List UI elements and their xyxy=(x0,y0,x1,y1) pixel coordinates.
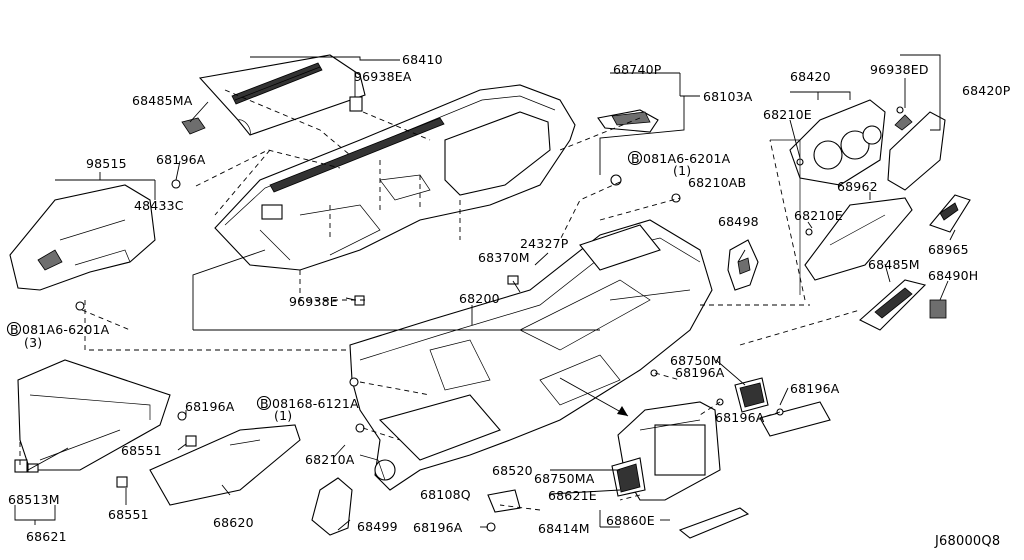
cluster-lid-68962-part xyxy=(804,197,913,281)
label-24327p: 24327P xyxy=(520,236,569,251)
label-qty-1-b: (1) xyxy=(274,408,293,423)
label-68551-b: 68551 xyxy=(108,507,149,522)
label-68551-a: 68551 xyxy=(121,443,162,458)
clip-68485ma-part xyxy=(181,117,206,135)
diagram-code: J68000Q8 xyxy=(935,534,1001,549)
glove-box-housing-part xyxy=(17,359,171,471)
dashboard-upper-pad-part xyxy=(214,84,576,271)
meter-finisher-68420p-part xyxy=(887,111,946,191)
bolt-fasteners xyxy=(75,106,904,532)
label-96938ea: 96938EA xyxy=(354,69,412,84)
finisher-68485m-part xyxy=(859,279,927,331)
label-68750ma: 68750MA xyxy=(534,471,595,486)
left-side-cover-part xyxy=(9,184,156,291)
label-68196a-c: 68196A xyxy=(790,381,840,396)
label-68200: 68200 xyxy=(459,291,500,306)
bolt-symbol-b: B xyxy=(260,396,269,411)
label-081a6-6201a-a: 081A6-6201A xyxy=(643,151,731,166)
label-68621: 68621 xyxy=(26,529,67,544)
vent-68750ma-part xyxy=(611,457,646,497)
trim-68965-part xyxy=(929,194,971,233)
label-qty-1-a: (1) xyxy=(673,163,692,178)
clip-96938ea-part xyxy=(349,96,363,112)
label-68196a-b: 68196A xyxy=(675,365,725,380)
hinge-68513m-part xyxy=(14,459,39,473)
label-98515: 98515 xyxy=(86,156,127,171)
label-68965: 68965 xyxy=(928,242,969,257)
label-68520: 68520 xyxy=(492,463,533,478)
label-68620: 68620 xyxy=(213,515,254,530)
vent-68750m-part xyxy=(734,377,769,413)
instrument-panel-main-part xyxy=(349,219,713,491)
label-68410: 68410 xyxy=(402,52,443,67)
label-68860e: 68860E xyxy=(606,513,655,528)
label-68513m: 68513M xyxy=(8,492,60,507)
label-68196a-f: 68196A xyxy=(413,520,463,535)
glove-box-lid-part xyxy=(149,424,301,506)
label-68420: 68420 xyxy=(790,69,831,84)
label-68370m: 68370M xyxy=(478,250,530,265)
label-68740p: 68740P xyxy=(613,62,662,77)
finisher-68860e-part xyxy=(678,507,750,539)
label-68485ma: 68485MA xyxy=(132,93,193,108)
direction-arrow xyxy=(559,377,629,417)
panel-68621e-part xyxy=(759,401,831,437)
meter-cluster-hood-part xyxy=(789,99,886,186)
label-081a6-6201a-b: 081A6-6201A xyxy=(22,322,110,337)
switch-68490h-part xyxy=(929,299,947,319)
label-68420p: 68420P xyxy=(962,83,1011,98)
label-96938ed: 96938ED xyxy=(870,62,929,77)
label-68621e: 68621E xyxy=(548,488,597,503)
label-96938e: 96938E xyxy=(289,294,338,309)
label-68196a-e: 68196A xyxy=(715,410,765,425)
label-68210a: 68210A xyxy=(305,452,355,467)
label-68196a-a: 68196A xyxy=(156,152,206,167)
label-68962: 68962 xyxy=(837,179,878,194)
label-68196a-d: 68196A xyxy=(185,399,235,414)
label-68485m: 68485M xyxy=(868,257,920,272)
label-68210e-b: 68210E xyxy=(794,208,843,223)
bolt-symbol-callouts xyxy=(6,150,643,411)
label-08168-6121a: 08168-6121A xyxy=(272,396,359,411)
defroster-grille-part xyxy=(198,54,366,136)
label-68490h: 68490H xyxy=(928,268,979,283)
label-qty-3: (3) xyxy=(24,335,43,350)
leader-lines xyxy=(14,54,956,531)
label-68103a: 68103A xyxy=(703,89,753,104)
bracket-68108q-part xyxy=(487,489,521,513)
label-48433c: 48433C xyxy=(134,198,184,213)
bolt-symbol-c: B xyxy=(631,151,640,166)
label-68499: 68499 xyxy=(357,519,398,534)
label-68210ab: 68210AB xyxy=(688,175,747,190)
label-68210e-a: 68210E xyxy=(763,107,812,122)
stopper-68551-part xyxy=(116,435,197,488)
bolt-symbol-a: B xyxy=(10,322,19,337)
side-vent-68740p-part xyxy=(597,109,659,133)
bracket-68498-part xyxy=(727,239,759,291)
side-finisher-68499-part xyxy=(311,477,353,536)
label-68414m: 68414M xyxy=(538,521,590,536)
label-68750m: 68750M xyxy=(670,353,722,368)
label-68498: 68498 xyxy=(718,214,759,229)
label-68108q: 68108Q xyxy=(420,487,471,502)
